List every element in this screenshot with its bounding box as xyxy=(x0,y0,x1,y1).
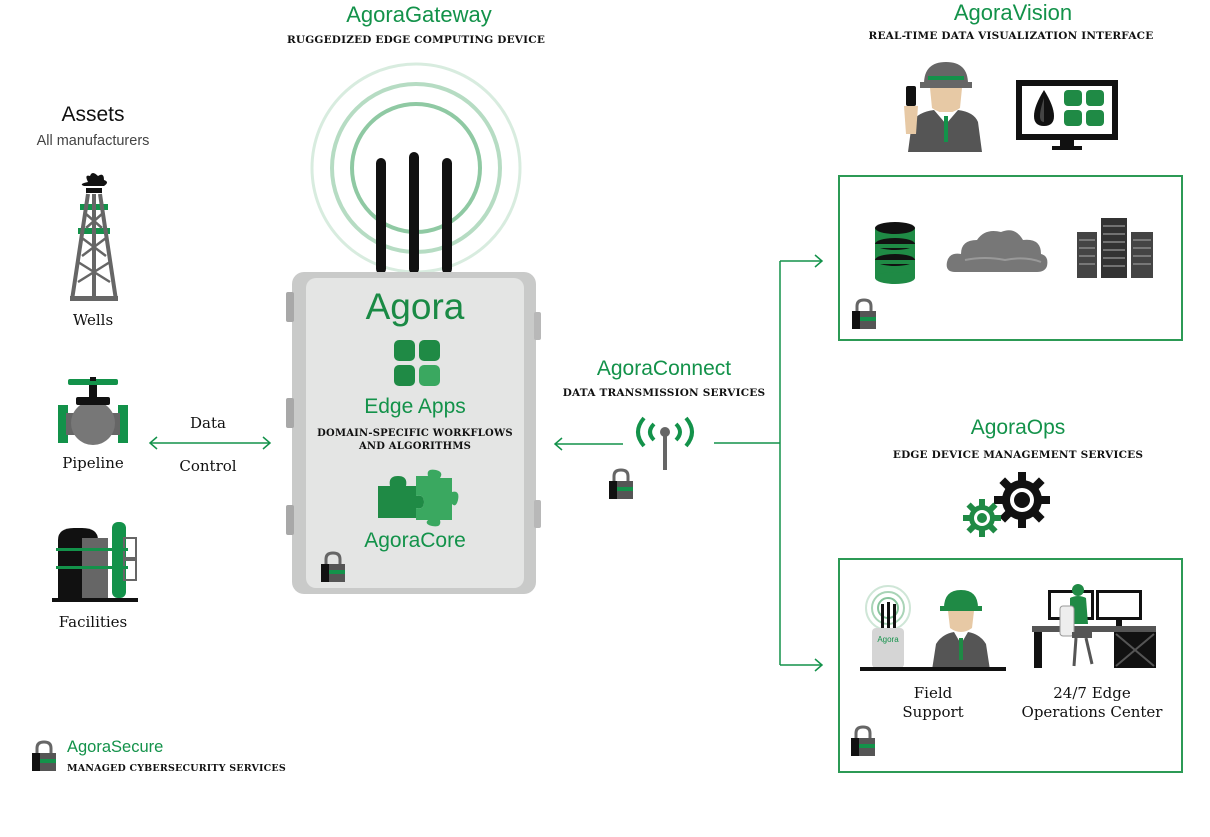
lock-icon xyxy=(609,468,633,499)
vision-box xyxy=(838,175,1183,341)
operations-center-icon xyxy=(1032,584,1156,668)
server-rack-icon xyxy=(1077,218,1153,278)
lock-icon xyxy=(852,298,876,329)
antennas-icon xyxy=(376,152,452,274)
secure-title: AgoraSecure xyxy=(67,738,164,756)
facility-icon xyxy=(52,522,138,602)
engineer-phone-icon xyxy=(904,62,982,152)
gateway-subtitle: RUGGEDIZED EDGE COMPUTING DEVICE xyxy=(286,34,546,46)
lock-icon xyxy=(32,740,56,771)
gateway-brand: Agora xyxy=(365,286,465,327)
wells-label: Wells xyxy=(72,311,114,329)
lock-icon xyxy=(321,551,345,582)
field-support-person-icon xyxy=(932,590,990,670)
hinge xyxy=(286,505,294,535)
connector-lines xyxy=(714,254,824,672)
mini-gateway-label: Agora xyxy=(877,635,899,644)
field-support-label-1: Field xyxy=(913,684,953,702)
gateway-title: AgoraGateway xyxy=(346,2,492,27)
edge-apps-desc-1: DOMAIN-SPECIFIC WORKFLOWS xyxy=(317,428,513,439)
valve-icon xyxy=(58,377,128,445)
oil-derrick-icon xyxy=(70,173,118,301)
field-support-label-2: Support xyxy=(902,703,964,721)
edge-apps-desc-2: AND ALGORITHMS xyxy=(358,441,472,452)
assets-subtitle: All manufacturers xyxy=(36,133,150,149)
ops-subtitle: EDGE DEVICE MANAGEMENT SERVICES xyxy=(892,449,1144,461)
mini-gateway-icon xyxy=(865,585,911,668)
hinge xyxy=(286,398,294,428)
control-label: Control xyxy=(179,457,237,475)
database-icon xyxy=(875,222,915,284)
connect-title: AgoraConnect xyxy=(596,357,732,380)
facilities-label: Facilities xyxy=(58,613,128,631)
edge-apps-title: Edge Apps xyxy=(364,395,466,418)
latch xyxy=(534,500,541,528)
vision-subtitle: REAL-TIME DATA VISUALIZATION INTERFACE xyxy=(868,30,1154,42)
cloud-icon xyxy=(946,230,1048,272)
puzzle-icon xyxy=(378,469,459,527)
data-label: Data xyxy=(190,414,226,432)
ops-center-label-2: Operations Center xyxy=(1021,703,1163,721)
ops-box xyxy=(838,558,1183,773)
lock-icon xyxy=(851,725,875,756)
ops-title: AgoraOps xyxy=(970,416,1066,439)
connect-subtitle: DATA TRANSMISSION SERVICES xyxy=(562,387,766,399)
agora-core-title: AgoraCore xyxy=(364,529,466,552)
latch xyxy=(534,312,541,340)
hinge xyxy=(286,292,294,322)
connect-arrow xyxy=(553,437,623,451)
gateway-enclosure-face xyxy=(306,278,524,588)
monitor-dashboard-icon xyxy=(1016,80,1118,150)
field-support-ground xyxy=(860,667,1006,671)
ops-center-label-1: 24/7 Edge xyxy=(1053,684,1131,702)
wireless-signal-icon xyxy=(636,416,694,470)
vision-title: AgoraVision xyxy=(953,0,1073,25)
secure-subtitle: MANAGED CYBERSECURITY SERVICES xyxy=(67,763,286,774)
pipeline-label: Pipeline xyxy=(62,454,124,472)
data-control-arrow xyxy=(148,436,272,450)
gears-icon xyxy=(963,472,1050,537)
edge-apps-icon xyxy=(394,340,440,386)
assets-title: Assets xyxy=(61,103,125,126)
